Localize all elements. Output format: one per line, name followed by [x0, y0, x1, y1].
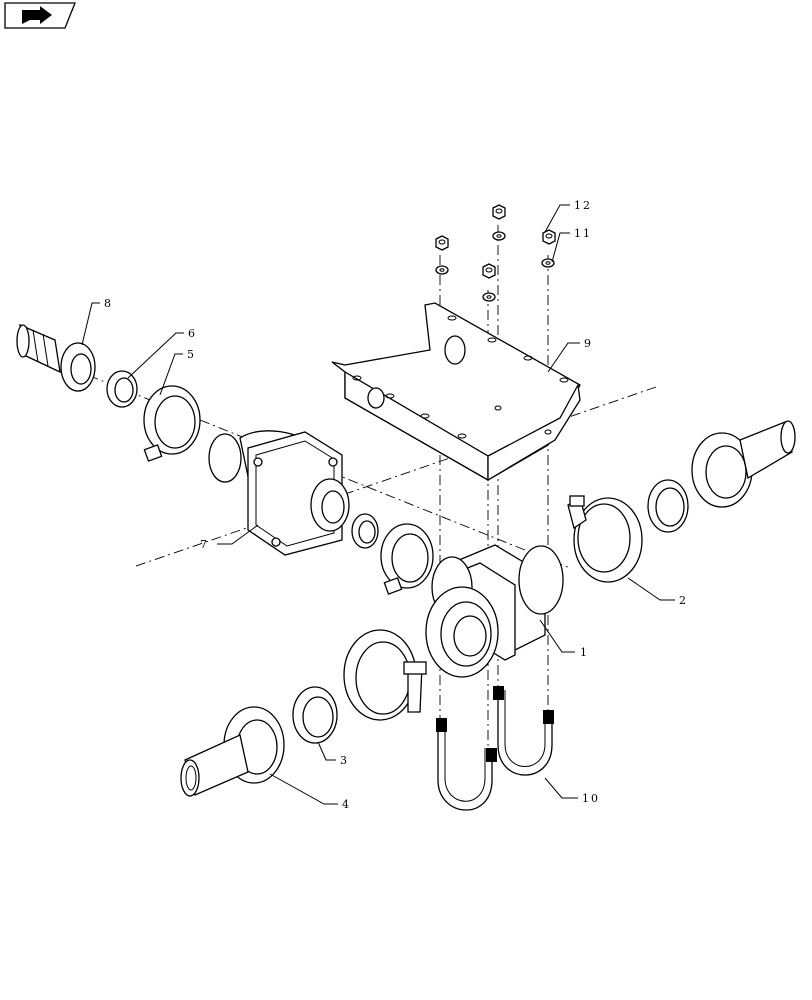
callout-3: 3 — [340, 754, 349, 767]
right-gasket — [647, 479, 689, 533]
part-11-washers — [435, 231, 555, 302]
callout-10: 10 — [582, 792, 600, 805]
callout-1: 1 — [580, 646, 589, 659]
callout-4: 4 — [342, 798, 351, 811]
right-hose-barb-fitting — [691, 420, 796, 508]
part-6-gasket — [106, 370, 138, 408]
part-1-tee-body — [425, 544, 564, 678]
callout-labels: 8 6 5 7 9 12 11 1 2 3 4 10 — [104, 199, 688, 811]
part-9-mounting-bracket — [331, 302, 581, 482]
callout-8: 8 — [104, 297, 113, 310]
mid-gasket — [351, 513, 379, 549]
part-10-u-bolts — [436, 686, 554, 811]
callout-6: 6 — [188, 327, 197, 340]
callout-5: 5 — [187, 348, 196, 361]
page-navigation-arrow-icon[interactable] — [4, 2, 76, 29]
part-8-hose-barb-fitting — [16, 323, 96, 392]
part-7-valve-body — [208, 430, 350, 556]
part-5-clamp — [143, 385, 201, 462]
part-4-hose-barb-fitting — [180, 706, 285, 797]
part-12-nuts — [435, 204, 556, 279]
leader-lines — [81, 204, 675, 805]
part-2-clamp — [567, 495, 643, 583]
callout-2: 2 — [679, 594, 688, 607]
lower-clamp — [343, 629, 427, 721]
mid-clamp — [380, 523, 434, 595]
callout-12: 12 — [574, 199, 592, 212]
callout-7: 7 — [200, 538, 209, 551]
part-3-gasket — [292, 686, 338, 744]
callout-9: 9 — [584, 337, 593, 350]
callout-11: 11 — [574, 227, 592, 240]
